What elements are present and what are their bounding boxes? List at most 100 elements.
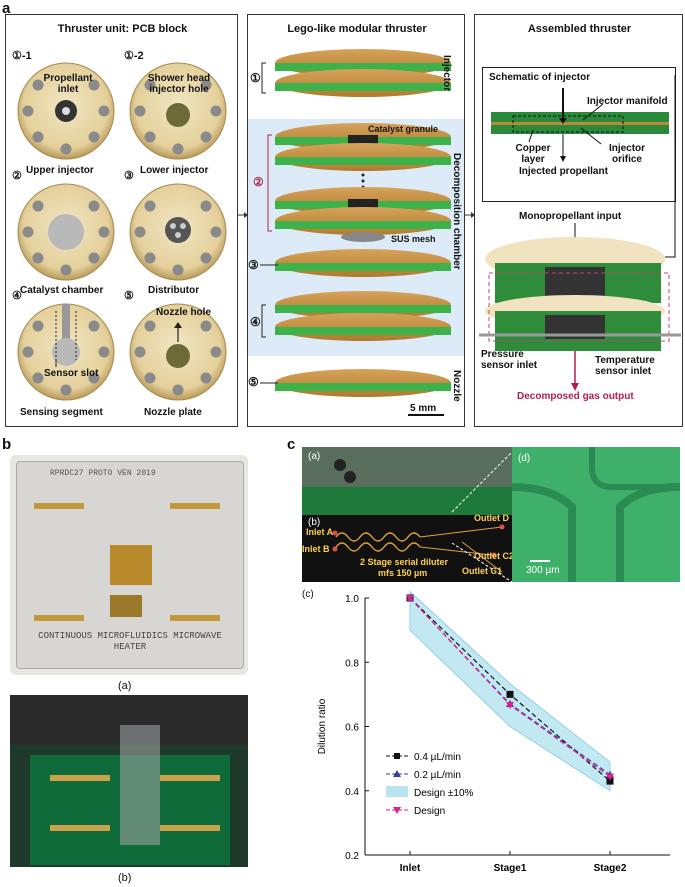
injector-manifold-label: Injector manifold [587, 96, 668, 107]
x-tick-label: Stage1 [494, 863, 527, 874]
microchannel-photo: (d) 300 µm [512, 447, 680, 582]
circuit-board-photo [10, 695, 248, 867]
point-marker [606, 777, 614, 785]
legend-label: 0.4 µL/min [414, 752, 461, 763]
injector-schematic-box: Schematic of injector Injector manifold … [482, 67, 676, 202]
outlet-c2-label: Outlet C2 [474, 551, 512, 561]
side-label-decomposition: Decomposition chamber [451, 153, 462, 270]
y-tick-label: 0.2 [345, 851, 359, 862]
scale-bar-label-c: 300 µm [526, 565, 560, 576]
assembled-thruster-title: Assembled thruster [527, 23, 632, 35]
y-tick-label: 0.6 [345, 723, 359, 734]
temperature-sensor-label: Temperature sensor inlet [595, 355, 655, 377]
caption-sensing-segment: Sensing segment [20, 407, 103, 418]
arrow-a2-icon [465, 212, 475, 218]
assembled-thruster-box: Assembled thruster Schematic of injector… [474, 14, 683, 427]
sub-label-a: (a) [308, 451, 321, 462]
sus-mesh-label: SUS mesh [391, 234, 436, 244]
pcb-block-title: Thruster unit: PCB block [57, 23, 188, 35]
copper-layer-label: Copper layer [515, 143, 551, 165]
pcb-discs-figure [17, 62, 227, 401]
chip-photo: RPRDC27 PROTO VEN 2019 CONTINUOUS MICROF… [10, 455, 248, 675]
point-marker [406, 595, 414, 602]
chip-text-top: RPRDC27 PROTO VEN 2019 [50, 469, 156, 478]
legend-label: Design ±10% [414, 788, 474, 799]
modular-stack-figure [260, 49, 451, 416]
monopropellant-input-label: Monopropellant input [519, 211, 622, 222]
pcb-block-box: Thruster unit: PCB block [5, 14, 238, 427]
stack-num-2: ② [253, 175, 264, 189]
pressure-sensor-label: Pressure sensor inlet [481, 349, 538, 371]
stack-num-3: ③ [248, 258, 259, 272]
propellant-inlet-label: Propellant inlet [43, 73, 93, 95]
nozzle-hole-label: Nozzle hole [156, 307, 212, 318]
disc-num-3: ③ [124, 170, 134, 182]
stack-num-1: ① [250, 71, 261, 85]
point-marker [506, 690, 514, 698]
disc-sensing-segment [17, 303, 115, 401]
injected-propellant-label: Injected propellant [519, 166, 608, 177]
catalyst-granule-label: Catalyst granule [368, 124, 439, 134]
injector-orifice-label: Injector orifice [608, 143, 646, 165]
modular-thruster-box: Lego-like modular thruster [247, 14, 465, 427]
modular-thruster-title: Lego-like modular thruster [287, 23, 427, 35]
legend-marker [394, 753, 400, 759]
inlet-b-label: Inlet B [302, 544, 330, 554]
disc-num-1-2: ①-2 [124, 50, 144, 62]
disc-distributor [129, 183, 227, 281]
disc-num-5: ⑤ [124, 290, 134, 302]
diluter-line2: mfs 150 µm [378, 568, 428, 578]
y-tick-label: 0.8 [345, 658, 359, 669]
decomposed-output-label: Decomposed gas output [517, 391, 634, 402]
panel-a-letter: a [2, 0, 11, 17]
y-axis-label: Dilution ratio [317, 698, 328, 754]
legend-marker [393, 770, 401, 777]
disc-upper-injector [17, 62, 115, 160]
chip-text-bottom: CONTINUOUS MICROFLUIDICS MICROWAVE HEATE… [38, 631, 222, 652]
caption-b-b: (b) [118, 872, 132, 884]
x-tick-label: Stage2 [594, 863, 627, 874]
inlet-a-label: Inlet A [306, 527, 334, 537]
caption-b-a: (a) [118, 680, 132, 692]
outlet-c1-label: Outlet C1 [462, 566, 503, 576]
caption-catalyst-chamber: Catalyst chamber [20, 285, 104, 296]
side-label-injector: Injector [441, 55, 452, 92]
y-tick-label: 1.0 [345, 594, 359, 605]
caption-nozzle-plate: Nozzle plate [144, 407, 202, 418]
point-marker [606, 773, 614, 781]
y-tick-label: 0.4 [345, 787, 359, 798]
disc-num-4: ④ [12, 290, 22, 302]
diluter-photo: (a) (b) Inlet A Inlet B Outlet D Outlet … [302, 447, 512, 582]
sensor-slot-label: Sensor slot [44, 368, 99, 379]
point-marker [506, 701, 514, 709]
stack-num-5: ⑤ [248, 375, 259, 389]
sub-label-b: (b) [308, 517, 321, 528]
disc-num-2: ② [12, 170, 22, 182]
outlet-d-label: Outlet D [474, 513, 509, 523]
legend-label: 0.2 µL/min [414, 770, 461, 781]
scale-bar-label-a: 5 mm [410, 403, 437, 414]
disc-catalyst-chamber [17, 183, 115, 281]
caption-distributor: Distributor [148, 285, 200, 296]
legend-swatch [386, 786, 408, 797]
injector-schematic-figure [491, 88, 669, 162]
side-label-nozzle: Nozzle [451, 370, 462, 402]
assembled-figure [479, 75, 681, 391]
legend-label: Design [414, 806, 445, 817]
caption-lower-injector: Lower injector [140, 165, 209, 176]
disc-num-1-1: ①-1 [12, 50, 32, 62]
schematic-title: Schematic of injector [489, 72, 591, 83]
sub-label-d: (d) [518, 453, 531, 464]
panel-b-letter: b [2, 436, 12, 453]
diluter-line1: 2 Stage serial diluter [360, 557, 449, 567]
sub-label-c: (c) [302, 589, 314, 600]
panel-c-letter: c [287, 436, 296, 453]
caption-upper-injector: Upper injector [26, 165, 94, 176]
disc-nozzle-plate [129, 303, 227, 401]
stack-num-4: ④ [250, 315, 261, 329]
arrow-a1-icon [238, 212, 248, 218]
x-tick-label: Inlet [400, 863, 421, 874]
legend-marker [393, 807, 401, 814]
shower-head-label: Shower head injector hole [147, 73, 211, 95]
